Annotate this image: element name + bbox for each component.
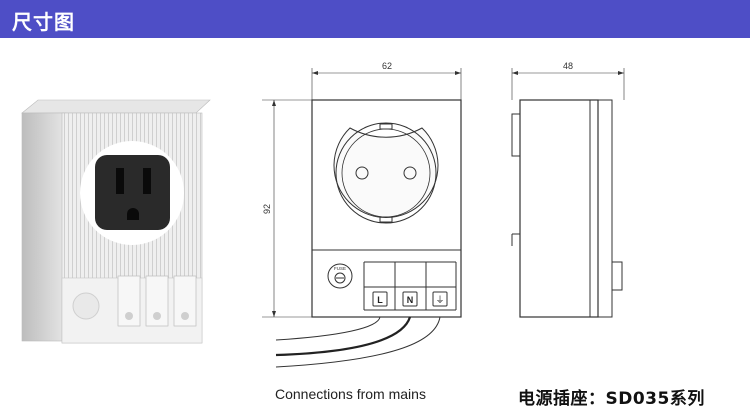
height-dimension-label: 92 xyxy=(262,204,272,214)
terminal-l-label: L xyxy=(377,295,383,305)
outlet-face xyxy=(95,155,170,230)
page-title: 尺寸图 xyxy=(12,10,75,34)
depth-dimension-label: 48 xyxy=(563,61,573,71)
front-view-drawing xyxy=(262,68,462,368)
terminal-n-label: N xyxy=(407,295,414,305)
header-bar: 尺寸图 xyxy=(0,0,750,38)
connections-caption: Connections from mains xyxy=(275,386,426,402)
product-photo xyxy=(21,99,211,344)
product-series-caption: 电源插座：SD035系列 xyxy=(518,389,705,409)
side-view-drawing xyxy=(511,68,625,318)
width-dimension-label: 62 xyxy=(382,61,392,71)
fuse-label: FUSE xyxy=(334,266,346,271)
ground-terminal-icon: ⏚ xyxy=(435,295,444,306)
